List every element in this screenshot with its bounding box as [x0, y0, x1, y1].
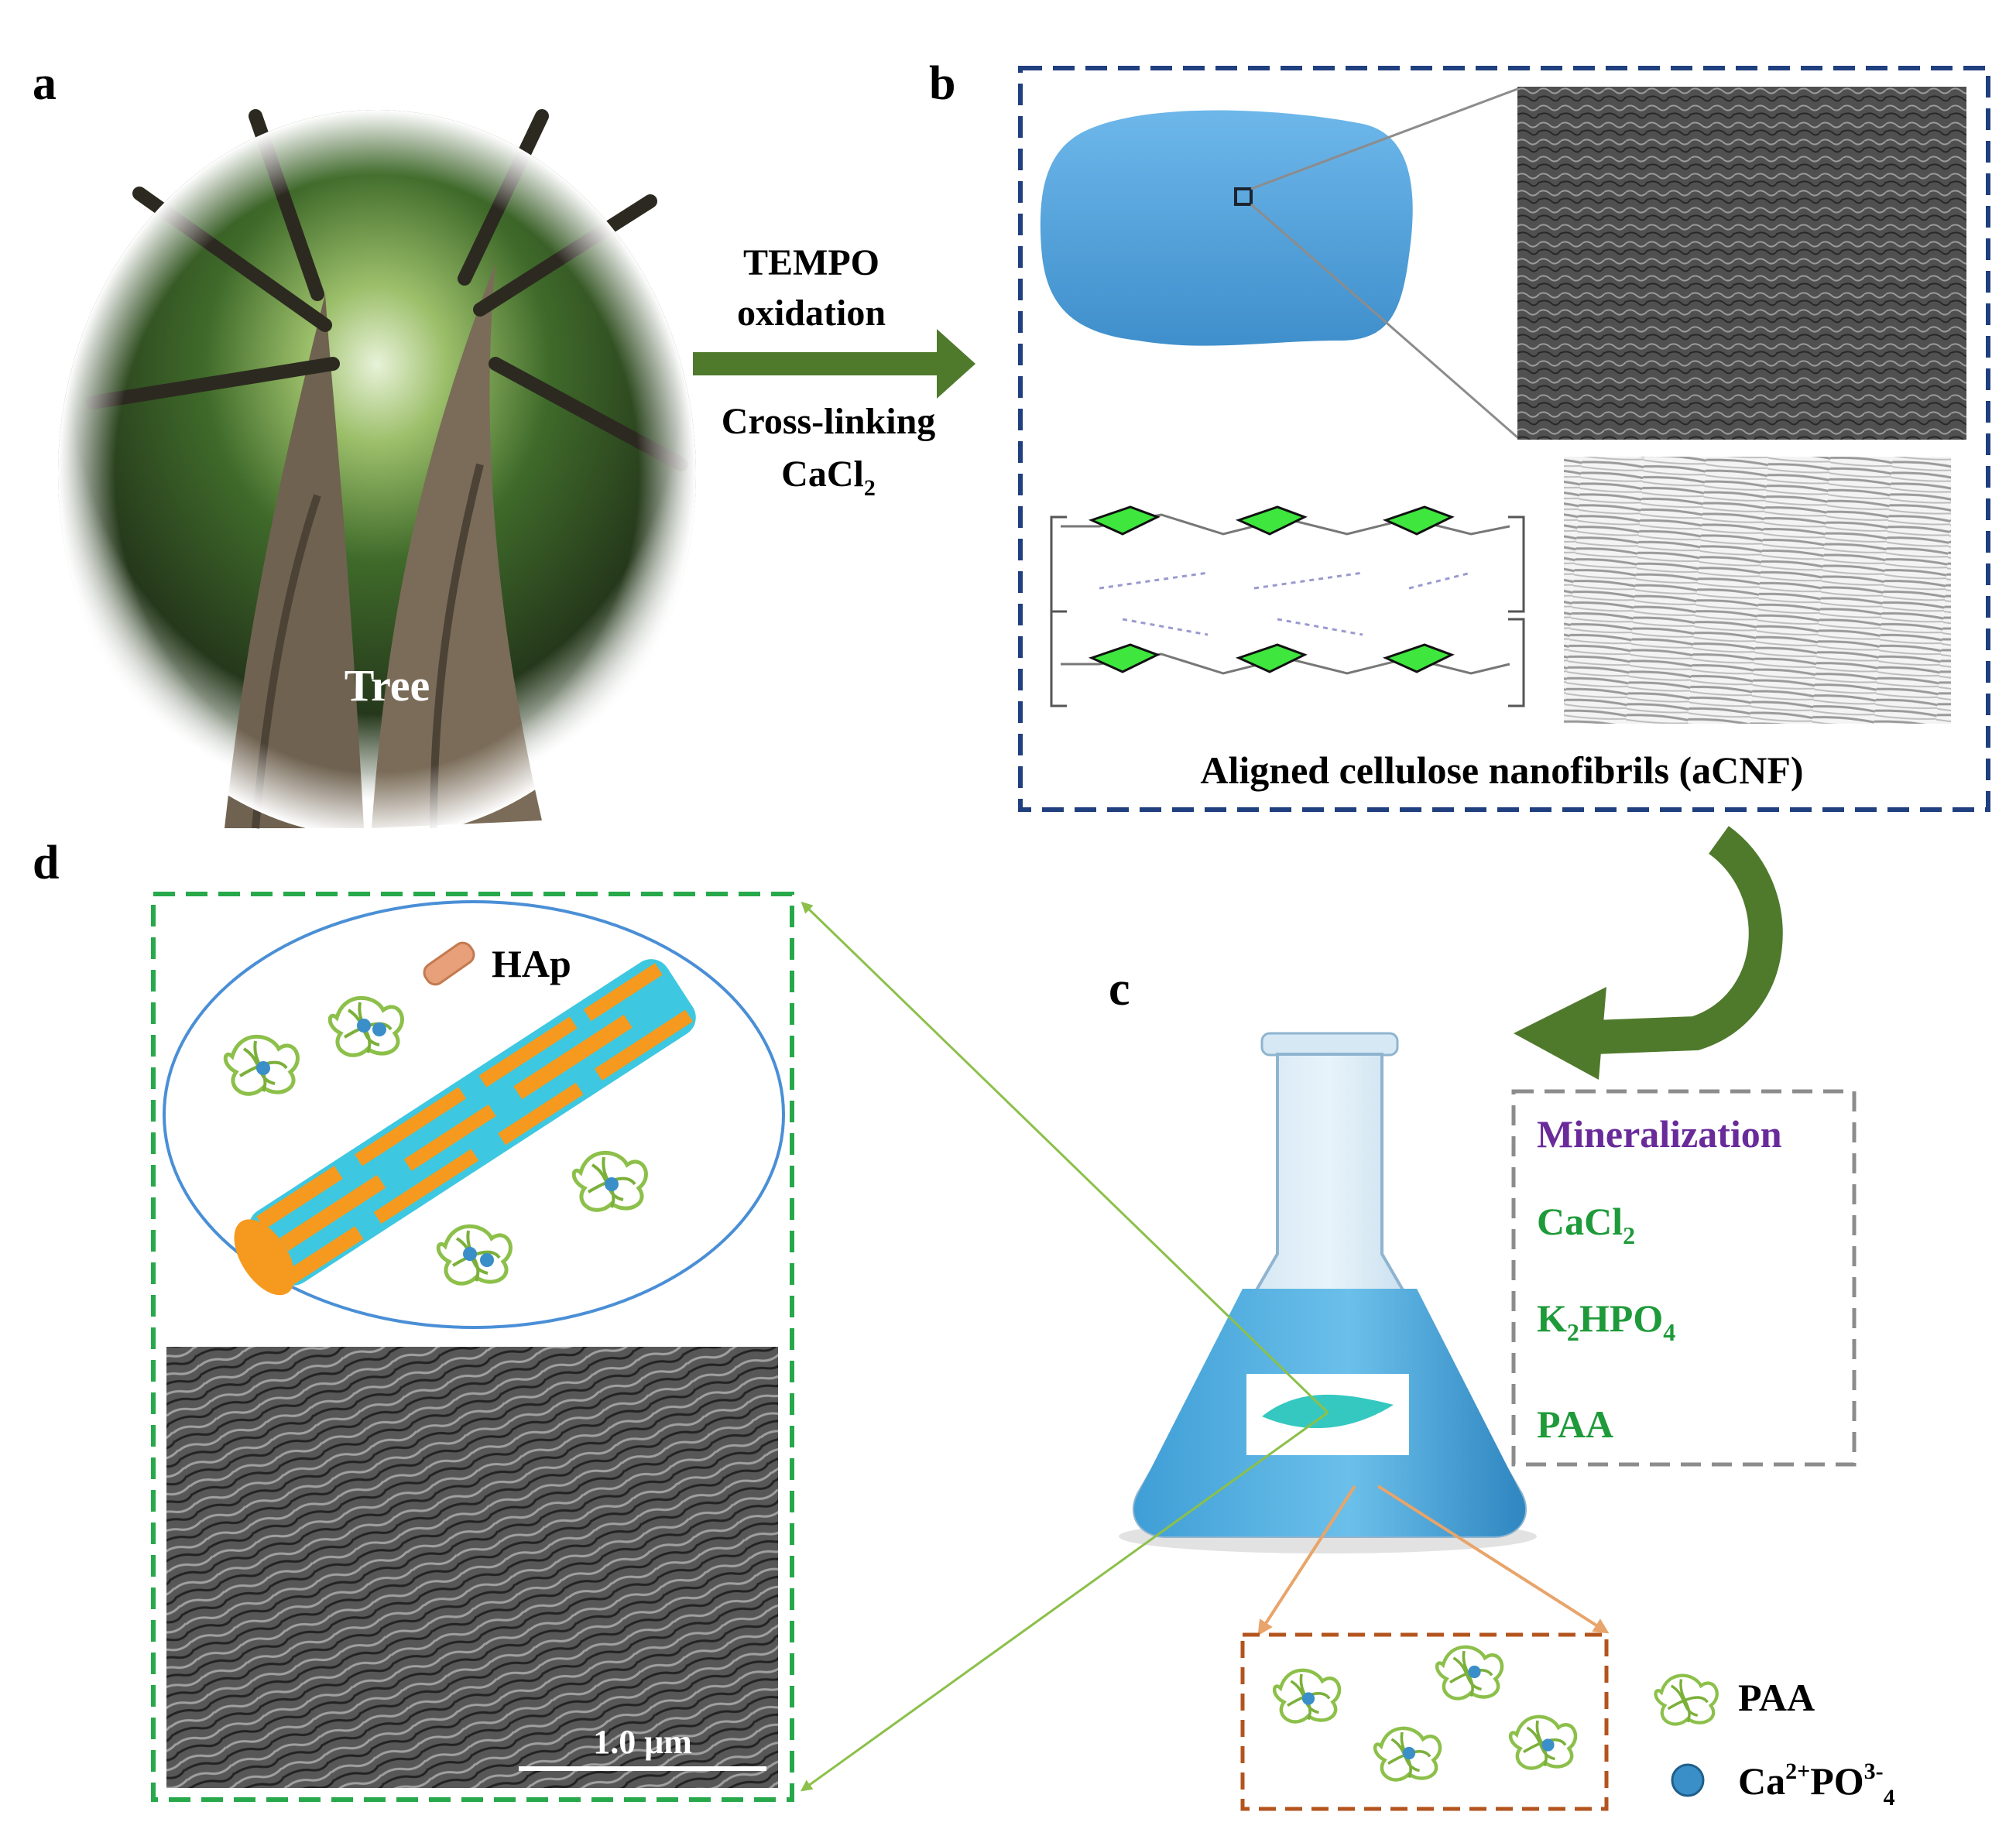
paa-cluster-d4 [438, 1226, 510, 1283]
mineral-k2hpo4: K2HPO4 [1537, 1296, 1675, 1346]
panel-letter-a: a [33, 57, 57, 110]
legend-ion-icon [1671, 1763, 1705, 1797]
panel-letter-b: b [929, 57, 955, 110]
step-cacl2-label: CaCl2 [781, 454, 876, 501]
zoom-line-top [1250, 87, 1518, 190]
paa-cluster-d2 [330, 998, 402, 1055]
process-arrow [693, 329, 975, 399]
aligned-fibers-illustration [1564, 457, 1951, 724]
paa-cluster-1 [1274, 1670, 1339, 1722]
panel-letter-c: c [1109, 963, 1130, 1016]
legend-paa-icon [1656, 1676, 1717, 1725]
mineral-paa: PAA [1537, 1403, 1613, 1446]
step-crosslinking-label: Cross-linking [722, 401, 936, 442]
zoom-line-bottom [1250, 203, 1518, 439]
panel-b-frame [1018, 66, 1990, 812]
paa-cluster-4 [1510, 1717, 1575, 1769]
panel-letter-d: d [33, 837, 59, 889]
cnf-gel-block [1040, 110, 1413, 346]
zoom-line-left [1257, 1485, 1356, 1636]
paa-cluster-2 [1437, 1647, 1502, 1699]
solution-zoom-box [1240, 1632, 1609, 1811]
mineralization-title: Mineralization [1537, 1112, 1782, 1156]
step-tempo-label: TEMPO [743, 242, 879, 283]
mineral-cacl2: CaCl2 [1537, 1200, 1635, 1249]
link-flask-to-sem [800, 1411, 1329, 1792]
hap-icon [423, 941, 475, 986]
step-oxidation-label: oxidation [737, 293, 886, 334]
mineralization-box [1511, 1089, 1857, 1467]
panel-b-caption: Aligned cellulose nanofibrils (aCNF) [1200, 748, 1803, 792]
erlenmeyer-flask [1119, 1032, 1537, 1553]
legend-paa-label: PAA [1738, 1676, 1815, 1719]
zoom-line-right [1377, 1485, 1610, 1634]
panel-d-frame [151, 892, 794, 1802]
curved-arrow-b-to-c [1514, 826, 1783, 1080]
cellulose-chain-structure [1050, 505, 1525, 707]
tree-photo: Tree [58, 109, 696, 837]
link-flask-to-schematic [801, 901, 1329, 1414]
tree-label: Tree [345, 660, 430, 711]
hap-label: HAp [492, 942, 571, 985]
sem-image-mineralized [166, 1347, 778, 1788]
paa-cluster-d1 [225, 1036, 297, 1094]
sem-image-aerogel [1517, 87, 1966, 440]
paa-cluster-3 [1375, 1728, 1440, 1780]
paa-cluster-d3 [574, 1153, 646, 1210]
scale-bar-label: 1.0 μm [593, 1723, 692, 1761]
legend-ion-label: Ca2+PO3-4 [1738, 1759, 1895, 1810]
mineralized-cnf-bundle [234, 959, 696, 1296]
